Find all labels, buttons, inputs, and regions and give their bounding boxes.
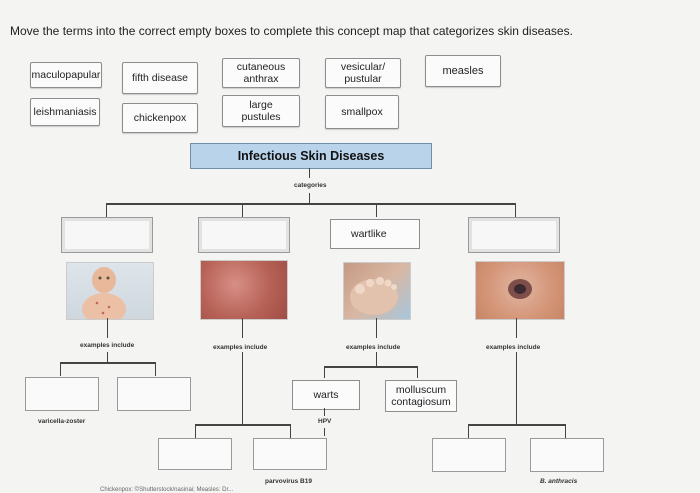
- node-warts: warts: [292, 380, 360, 410]
- drop-box-example-1a[interactable]: [25, 377, 99, 411]
- label-parvovirus: parvovirus B19: [265, 478, 312, 485]
- drop-box-example-2b[interactable]: [253, 438, 327, 470]
- branch-bar: [60, 362, 156, 364]
- connector: [324, 428, 325, 436]
- connector: [309, 168, 310, 178]
- connector: [60, 362, 61, 376]
- branch-bar: [324, 366, 418, 368]
- drop-box-example-4b[interactable]: [530, 438, 604, 472]
- drop-box-example-4a[interactable]: [432, 438, 506, 472]
- term-measles[interactable]: measles: [425, 55, 501, 87]
- branch-bar: [195, 424, 291, 426]
- term-leishmaniasis[interactable]: leishmaniasis: [30, 98, 100, 126]
- connector: [242, 352, 243, 424]
- connector: [242, 318, 243, 338]
- connector: [106, 203, 107, 217]
- connector: [376, 318, 377, 338]
- connector: [107, 352, 108, 362]
- connector: [565, 424, 566, 438]
- term-chickenpox[interactable]: chickenpox: [122, 103, 198, 133]
- term-cutaneous-anthrax[interactable]: cutaneous anthrax: [222, 58, 300, 88]
- photo-lesion: [475, 261, 565, 320]
- connector: [515, 203, 516, 217]
- credits-text: Chickenpox: ©Shutterstock/nasinai; Measl…: [100, 487, 234, 493]
- connector: [516, 318, 517, 338]
- connector: [242, 203, 243, 217]
- connector: [417, 366, 418, 378]
- label-varicella-zoster: varicella-zoster: [38, 418, 86, 425]
- term-smallpox[interactable]: smallpox: [325, 95, 399, 129]
- photo-rash-skin: [200, 260, 288, 320]
- photo-rash-child: [66, 262, 154, 320]
- label-hpv: HPV: [318, 418, 332, 425]
- connector: [195, 424, 196, 438]
- label-b-anthracis: B. anthracis: [540, 478, 578, 485]
- connector: [376, 352, 377, 366]
- connector: [309, 193, 310, 203]
- instruction-text: Move the terms into the correct empty bo…: [10, 24, 573, 38]
- connector: [290, 424, 291, 438]
- root-node: Infectious Skin Diseases: [190, 143, 432, 169]
- connector: [376, 203, 377, 217]
- connector: [324, 366, 325, 378]
- category-wartlike: wartlike: [330, 219, 420, 249]
- drop-box-category-2[interactable]: [198, 217, 290, 253]
- drop-box-category-4[interactable]: [468, 217, 560, 253]
- drop-box-example-1b[interactable]: [117, 377, 191, 411]
- term-fifth-disease[interactable]: fifth disease: [122, 62, 198, 94]
- connector: [107, 318, 108, 338]
- drop-box-category-1[interactable]: [61, 217, 153, 253]
- category-bar: [106, 203, 516, 205]
- connector: [516, 352, 517, 424]
- term-large-pustules[interactable]: large pustules: [222, 95, 300, 127]
- examples-label-1: examples include: [80, 342, 135, 349]
- term-maculopapular[interactable]: maculopapular: [30, 62, 102, 88]
- examples-label-2: examples include: [213, 344, 268, 351]
- node-molluscum: molluscum contagiosum: [385, 380, 457, 412]
- photo-foot-warts: [343, 262, 411, 320]
- examples-label-4: examples include: [486, 344, 541, 351]
- examples-label-3: examples include: [346, 344, 401, 351]
- connector: [468, 424, 469, 438]
- branch-bar: [468, 424, 566, 426]
- categories-label: categories: [294, 182, 327, 189]
- term-vesicular-pustular[interactable]: vesicular/ pustular: [325, 58, 401, 88]
- connector: [324, 408, 325, 416]
- connector: [155, 362, 156, 376]
- drop-box-example-2a[interactable]: [158, 438, 232, 470]
